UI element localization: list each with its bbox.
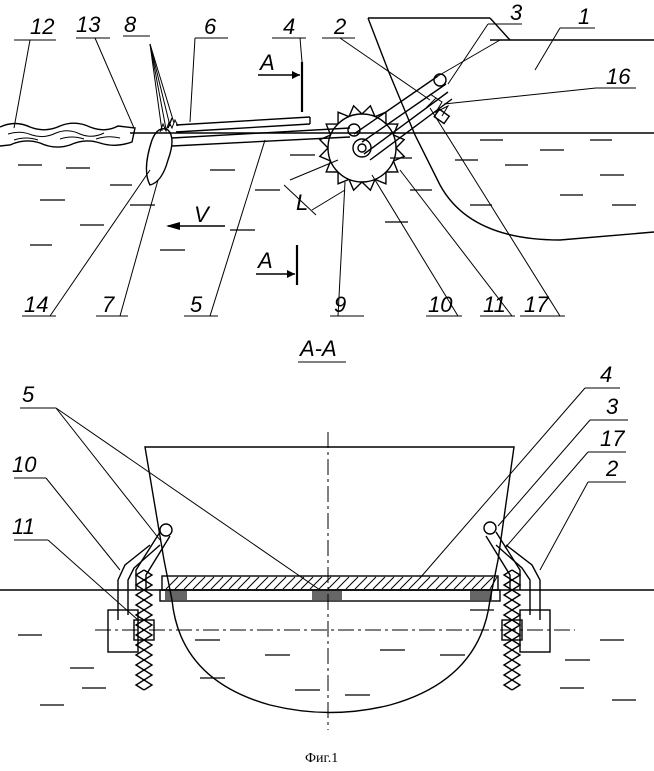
- water-surface-marks: [18, 140, 636, 250]
- section-label-11: 11: [12, 514, 35, 539]
- section-marker-bottom: A: [256, 245, 297, 285]
- section-label-5: 5: [22, 382, 35, 407]
- section-leader-lines: [14, 388, 628, 620]
- cross-beam: [160, 576, 500, 601]
- section-water-marks: [18, 610, 636, 705]
- cross-section-view: 5 10 11 4 3 17 2: [0, 362, 654, 730]
- section-marker-top: A: [258, 50, 302, 112]
- right-lever-assembly: [484, 522, 550, 690]
- paddle-wheel: [320, 106, 404, 190]
- figure-caption: Фиг.1: [305, 751, 338, 766]
- label-7: 7: [102, 292, 115, 317]
- label-9: 9: [334, 292, 346, 317]
- label-17: 17: [524, 292, 549, 317]
- rake-assembly: [146, 44, 178, 185]
- spring: [426, 94, 449, 124]
- dimension-l: L: [284, 160, 345, 215]
- section-label-17: 17: [600, 426, 625, 451]
- label-2: 2: [333, 14, 346, 39]
- label-3: 3: [510, 0, 523, 25]
- leader-lines: [14, 24, 636, 316]
- label-14: 14: [24, 292, 48, 317]
- label-8: 8: [124, 12, 137, 37]
- label-1: 1: [578, 4, 590, 29]
- dimension-label: L: [296, 190, 308, 215]
- drive-arm: [172, 117, 350, 146]
- side-view: A A V L: [0, 0, 654, 317]
- section-letter-bottom: A: [256, 248, 273, 273]
- left-lever-assembly: [108, 524, 172, 690]
- label-12: 12: [30, 14, 54, 39]
- section-label-10: 10: [12, 452, 37, 477]
- hull-section: [145, 447, 514, 713]
- weed-mass: [0, 123, 135, 147]
- lever: [348, 40, 500, 160]
- section-label-4: 4: [600, 362, 612, 387]
- section-title-text: A-A: [298, 336, 337, 361]
- label-16: 16: [606, 64, 631, 89]
- velocity-label: V: [194, 202, 211, 227]
- label-4: 4: [283, 14, 295, 39]
- section-letter-top: A: [258, 50, 275, 75]
- label-5: 5: [190, 292, 203, 317]
- label-11: 11: [483, 292, 506, 317]
- section-label-3: 3: [606, 394, 619, 419]
- section-label-2: 2: [605, 456, 618, 481]
- section-title: A-A: [298, 336, 346, 362]
- label-6: 6: [204, 14, 217, 39]
- velocity-arrow: V: [166, 202, 225, 230]
- label-13: 13: [76, 12, 101, 37]
- label-10: 10: [428, 292, 453, 317]
